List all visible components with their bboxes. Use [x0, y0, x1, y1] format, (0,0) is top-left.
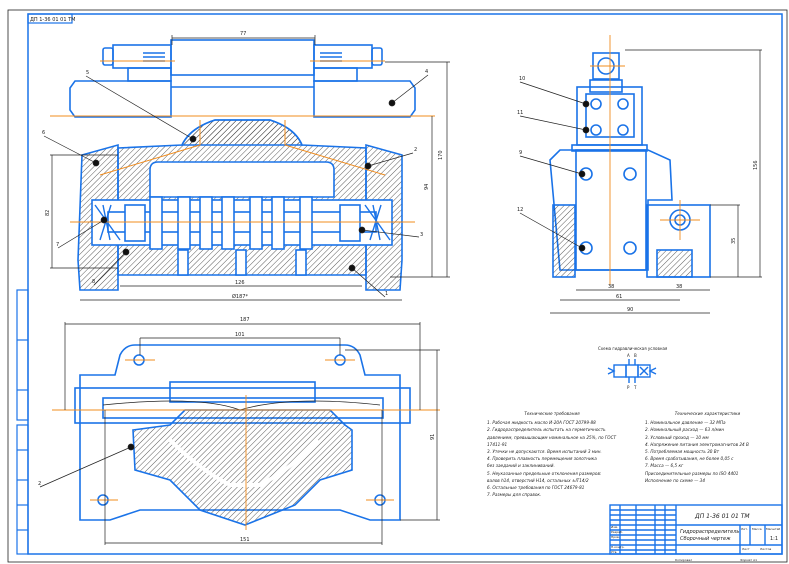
row-label: Утв.: [611, 550, 617, 554]
dim-side-w2: 38: [676, 284, 682, 290]
leader-label: 5: [86, 70, 89, 76]
dim-plan-inner: 101: [235, 332, 245, 338]
dim-left: 82: [45, 210, 51, 216]
note-line: 2. Гидрораспределитель испытать на герме…: [487, 427, 606, 433]
note-line: 3. Утечки не допускаются. Время испытани…: [487, 449, 602, 455]
plan-view: 187 101 151 91 2: [38, 317, 440, 545]
note-line: Исполнение по схеме — 34: [645, 477, 705, 483]
dim-side-w3: 61: [616, 294, 622, 300]
note-line: 1. Рабочая жидкость масло И-20А ГОСТ 207…: [487, 420, 596, 426]
footer-left: Копировал: [675, 558, 692, 562]
note-line: Присоединительные размеры по ISO 4401: [645, 470, 739, 476]
row-label: Изм.: [611, 525, 618, 529]
note-line: 6. Время срабатывания, не более 0,05 с: [645, 456, 734, 462]
note-line: 4. Напряжение питания электромагнитов 24…: [645, 441, 749, 447]
side-stamp: [16, 289, 29, 555]
dim-bottom-inner: 126: [235, 280, 245, 286]
scale-value: 1:1: [770, 536, 778, 542]
note-line: валов h14, отверстий H14, остальных ±IT1…: [487, 477, 589, 483]
note-line: 5. Потребляемая мощность 30 Вт: [645, 449, 720, 455]
tech-requirements-title: Технические требования: [524, 411, 580, 416]
tech-characteristics: Технические характеристики 1. Номинально…: [645, 410, 770, 484]
dim-side-w4: 90: [627, 307, 633, 313]
leader-label: 2: [414, 147, 417, 153]
dim-height-mid: 94: [424, 184, 430, 190]
dim-side-w1: 38: [608, 284, 614, 290]
schematic-title: Схема гидравлическая условная: [598, 346, 668, 351]
port-label: P: [627, 385, 630, 390]
leader-label: 6: [42, 130, 45, 136]
doc-code-text: ДП 1-36 01 01 ТМ: [30, 17, 75, 23]
leader-lines: [43, 74, 429, 298]
row-label: Разраб.: [611, 530, 623, 534]
solenoid-connectors: [69, 39, 416, 118]
row-label: Н.контр.: [611, 545, 624, 549]
lit-label: Лит.: [741, 527, 748, 531]
port-label: A: [627, 353, 630, 358]
note-line: 4. Проверить плавность перемещения золот…: [487, 456, 597, 462]
dim-plan-height: 91: [430, 434, 436, 440]
sheets-label: Листов: [760, 547, 771, 551]
port-label: T: [633, 385, 637, 390]
dim-plan-bottom: 151: [240, 537, 250, 543]
note-line: 7. Масса — 6,5 кг: [645, 463, 684, 469]
port-label: B: [634, 353, 637, 358]
front-section-view: 77 170 94 82 126 Ø187* 5 4 6 2 7 3 8 1: [42, 31, 450, 301]
dim-top: 77: [240, 31, 246, 37]
leader-label: 8: [92, 279, 95, 285]
dim-plan-outer: 187: [240, 317, 250, 323]
leader-label: 4: [425, 69, 428, 75]
note-line: 1. Номинальное давление — 32 МПа: [645, 420, 726, 426]
sheet-label: Лист: [742, 547, 750, 551]
footer-right: Формат A1: [740, 558, 757, 562]
dim-height-total: 170: [438, 150, 444, 160]
scale-label: Масштаб: [766, 527, 780, 531]
hydraulic-schematic: Схема гидравлическая условная A B P T: [598, 346, 668, 390]
note-line: без заеданий и заклиниваний.: [487, 463, 555, 469]
inner-frame: [27, 13, 783, 555]
note-line: 3. Условный проход — 10 мм: [645, 434, 709, 440]
leader-label: 9: [519, 150, 522, 156]
dim-bottom-outer: Ø187*: [232, 293, 248, 300]
row-label: Пров.: [611, 535, 620, 539]
leader-label: 2: [38, 481, 41, 487]
side-view: 156 35 38 38 61 90 10 11 9 12: [517, 35, 762, 314]
leader-label: 3: [420, 232, 423, 238]
axis-lines: [50, 60, 435, 223]
note-line: 5. Неуказанные предельные отклонения раз…: [487, 470, 602, 476]
leader-label: 11: [517, 110, 523, 116]
dimension-lines: [50, 35, 450, 301]
drawing-title: Гидрораспределитель: [680, 529, 739, 535]
note-line: 6. Остальные требования по ГОСТ 24679-81: [487, 485, 585, 491]
dim-side-small: 35: [731, 238, 737, 244]
note-line: давлением, превышающим номинальное на 25…: [487, 434, 617, 447]
outer-frame: [7, 9, 788, 563]
leader-label: 7: [56, 242, 59, 248]
tech-characteristics-title: Технические характеристики: [674, 411, 741, 416]
drawing-subtitle: Сборочный чертеж: [680, 536, 731, 542]
mass-label: Масса: [752, 527, 762, 531]
leader-label: 12: [517, 207, 523, 213]
title-block: [609, 504, 783, 555]
leader-label: 10: [519, 76, 525, 82]
doc-number: ДП 1-36 01 01 ТМ: [694, 513, 750, 520]
note-line: 2. Номинальный расход — 63 л/мин: [645, 427, 725, 433]
leader-label: 1: [385, 291, 388, 297]
doc-code-box: [27, 13, 73, 24]
tech-requirements: Технические требования 1. Рабочая жидкос…: [487, 410, 617, 498]
dim-side-height: 156: [753, 160, 759, 170]
note-line: 7. Размеры для справок.: [487, 492, 542, 498]
